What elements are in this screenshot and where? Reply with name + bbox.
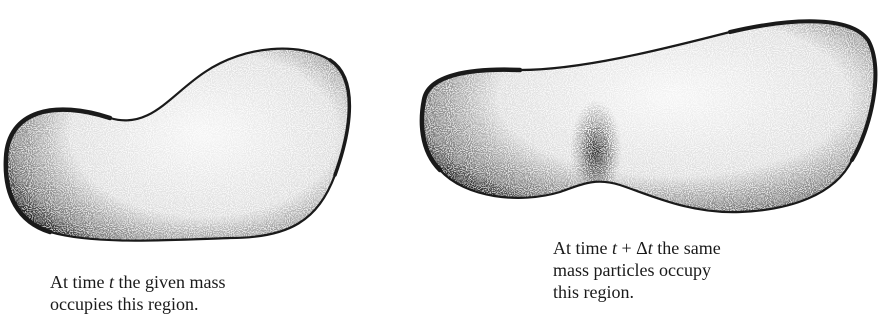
caption-left-line-2: occupies this region. (50, 293, 226, 315)
caption-time-t: At time t the given mass occupies this r… (50, 271, 226, 315)
caption-right-line-3: this region. (553, 281, 721, 303)
caption-time-t-plus-dt: At time t + Δt the same mass particles o… (553, 237, 721, 303)
caption-right-line-1: At time t + Δt the same (553, 237, 721, 259)
mass-region-at-t (0, 30, 370, 260)
mass-region-at-t-plus-dt (415, 10, 882, 225)
caption-right-line-2: mass particles occupy (553, 259, 721, 281)
caption-left-line-1: At time t the given mass (50, 271, 226, 293)
